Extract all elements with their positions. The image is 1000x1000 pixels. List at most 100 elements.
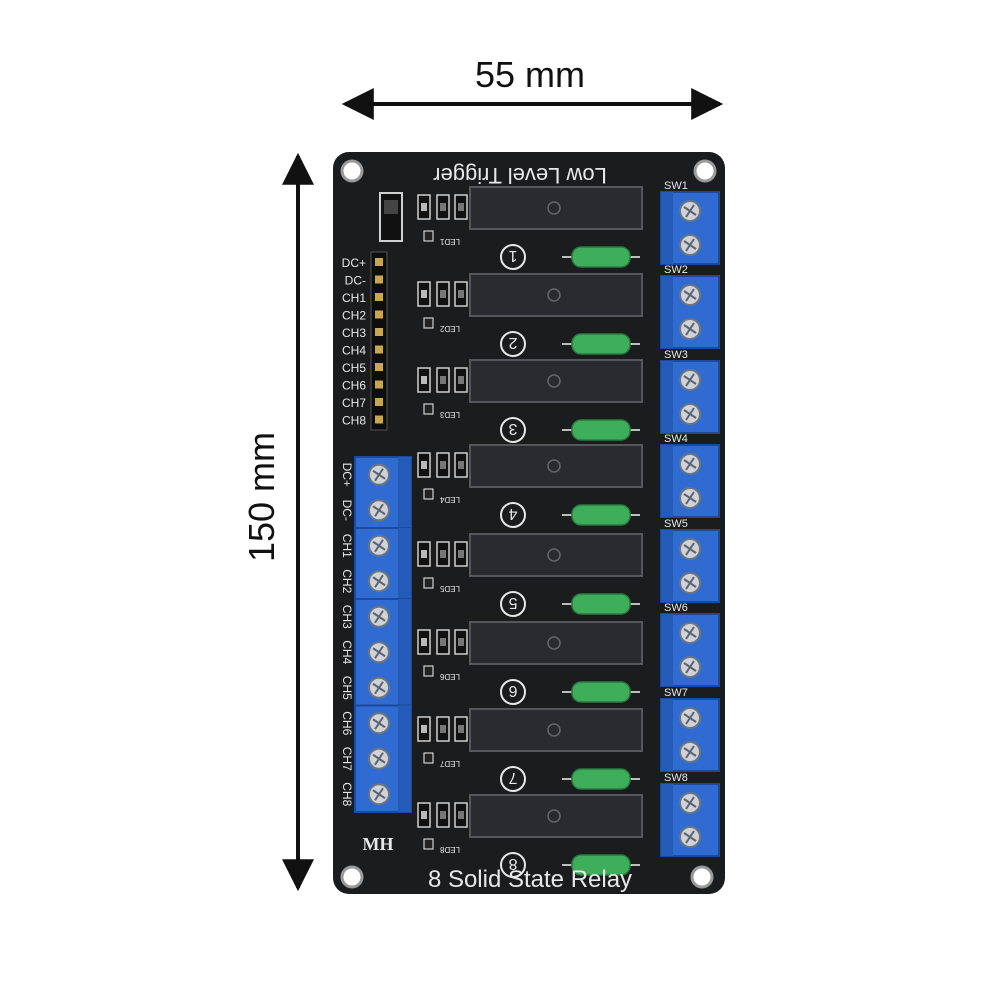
board-title: 8 Solid State Relay bbox=[428, 866, 632, 893]
fuse bbox=[571, 333, 631, 355]
header-pin bbox=[375, 293, 383, 301]
switch-label: SW7 bbox=[664, 687, 688, 699]
screw-terminal bbox=[679, 403, 701, 425]
screw-terminal bbox=[679, 284, 701, 306]
status-led bbox=[423, 838, 434, 850]
mounting-holes bbox=[340, 159, 717, 889]
status-led bbox=[423, 403, 434, 415]
screw-terminal bbox=[679, 538, 701, 560]
screw-terminal bbox=[368, 676, 390, 699]
header-pin-label: CH4 bbox=[342, 344, 366, 358]
solid-state-relay bbox=[469, 794, 643, 838]
header-pin bbox=[375, 258, 383, 266]
led-label: LED1 bbox=[439, 237, 460, 246]
channel-number-circle bbox=[500, 502, 526, 528]
led-label: LED7 bbox=[439, 759, 460, 768]
header-pin-label: CH2 bbox=[342, 309, 366, 323]
output-terminal-block bbox=[660, 275, 720, 349]
header-pin-label: CH5 bbox=[342, 361, 366, 375]
header-pin-label: CH8 bbox=[342, 414, 366, 428]
led-label: LED6 bbox=[439, 672, 460, 681]
channel-number-circle bbox=[500, 417, 526, 443]
input-terminal-label: DC+ bbox=[340, 463, 354, 487]
screw-terminal bbox=[368, 534, 390, 557]
switch-label: SW1 bbox=[664, 180, 688, 192]
screw-terminal bbox=[679, 707, 701, 729]
led-label: LED4 bbox=[439, 495, 460, 504]
fuse bbox=[571, 768, 631, 790]
input-terminal-label: CH2 bbox=[340, 569, 354, 593]
channel-number: 5 bbox=[508, 594, 517, 611]
mounting-hole-bottom-left bbox=[340, 865, 364, 889]
width-dimension: 55 mm bbox=[341, 54, 724, 120]
status-led bbox=[423, 230, 434, 242]
output-terminal-block bbox=[660, 360, 720, 434]
channel-number: 8 bbox=[508, 855, 517, 872]
screw-terminal bbox=[368, 747, 390, 770]
header-pin-label: CH1 bbox=[342, 291, 366, 305]
screw-terminal bbox=[679, 572, 701, 594]
solid-state-relay bbox=[469, 273, 643, 317]
header-pin-label: DC+ bbox=[342, 256, 366, 270]
solid-state-relay bbox=[469, 444, 643, 488]
input-terminal-block bbox=[354, 527, 412, 600]
maker-label: MH bbox=[363, 834, 394, 854]
led-label: LED3 bbox=[439, 410, 460, 419]
switch-label: SW8 bbox=[664, 772, 688, 784]
solid-state-relay bbox=[469, 708, 643, 752]
jumper bbox=[379, 192, 403, 242]
screw-terminal bbox=[679, 622, 701, 644]
header-pin bbox=[375, 328, 383, 336]
output-terminal-block bbox=[660, 529, 720, 603]
output-terminal-block bbox=[660, 783, 720, 857]
channel-number: 1 bbox=[508, 247, 517, 264]
status-led bbox=[423, 752, 434, 764]
channel-number: 7 bbox=[508, 769, 517, 786]
trigger-label: Low Level Trigger bbox=[433, 163, 607, 188]
relay-channel: LED1 1 bbox=[417, 186, 643, 270]
screw-terminal bbox=[368, 605, 390, 628]
channel-number: 3 bbox=[508, 420, 517, 437]
led-label: LED2 bbox=[439, 324, 460, 333]
header-pin bbox=[375, 415, 383, 424]
fuse bbox=[571, 504, 631, 526]
solid-state-relay bbox=[469, 533, 643, 577]
screw-terminal bbox=[368, 641, 390, 664]
input-terminal-label: CH7 bbox=[340, 747, 354, 771]
channel-number-circle bbox=[500, 591, 526, 617]
relay-board: Low Level Trigger DC+DC-CH1CH2CH3CH4CH5C… bbox=[333, 152, 725, 894]
mounting-hole-top-right bbox=[693, 159, 717, 183]
header-pin bbox=[375, 398, 383, 406]
channel-number-circle bbox=[500, 244, 526, 270]
channel-number-circle bbox=[500, 766, 526, 792]
output-terminal-block bbox=[660, 698, 720, 772]
mounting-hole-bottom-right bbox=[690, 865, 714, 889]
output-terminal-block bbox=[660, 613, 720, 687]
input-terminal-block bbox=[354, 456, 412, 529]
status-led bbox=[423, 317, 434, 329]
input-terminal-block bbox=[354, 598, 412, 707]
solid-state-relay bbox=[469, 621, 643, 665]
relay-channel: LED3 3 bbox=[417, 359, 643, 443]
screw-terminal bbox=[679, 453, 701, 475]
screw-terminal bbox=[679, 487, 701, 509]
channel-number: 2 bbox=[508, 334, 517, 351]
screw-terminal bbox=[368, 499, 390, 522]
input-terminal-label: CH1 bbox=[340, 534, 354, 558]
screw-terminal bbox=[368, 712, 390, 735]
header-pin bbox=[375, 380, 383, 389]
header-pin bbox=[375, 345, 383, 354]
height-dimension: 150 mm bbox=[241, 152, 314, 892]
screw-terminal bbox=[679, 741, 701, 763]
input-terminal-label: DC- bbox=[340, 500, 354, 521]
status-led bbox=[423, 488, 434, 500]
height-label: 150 mm bbox=[241, 432, 282, 562]
